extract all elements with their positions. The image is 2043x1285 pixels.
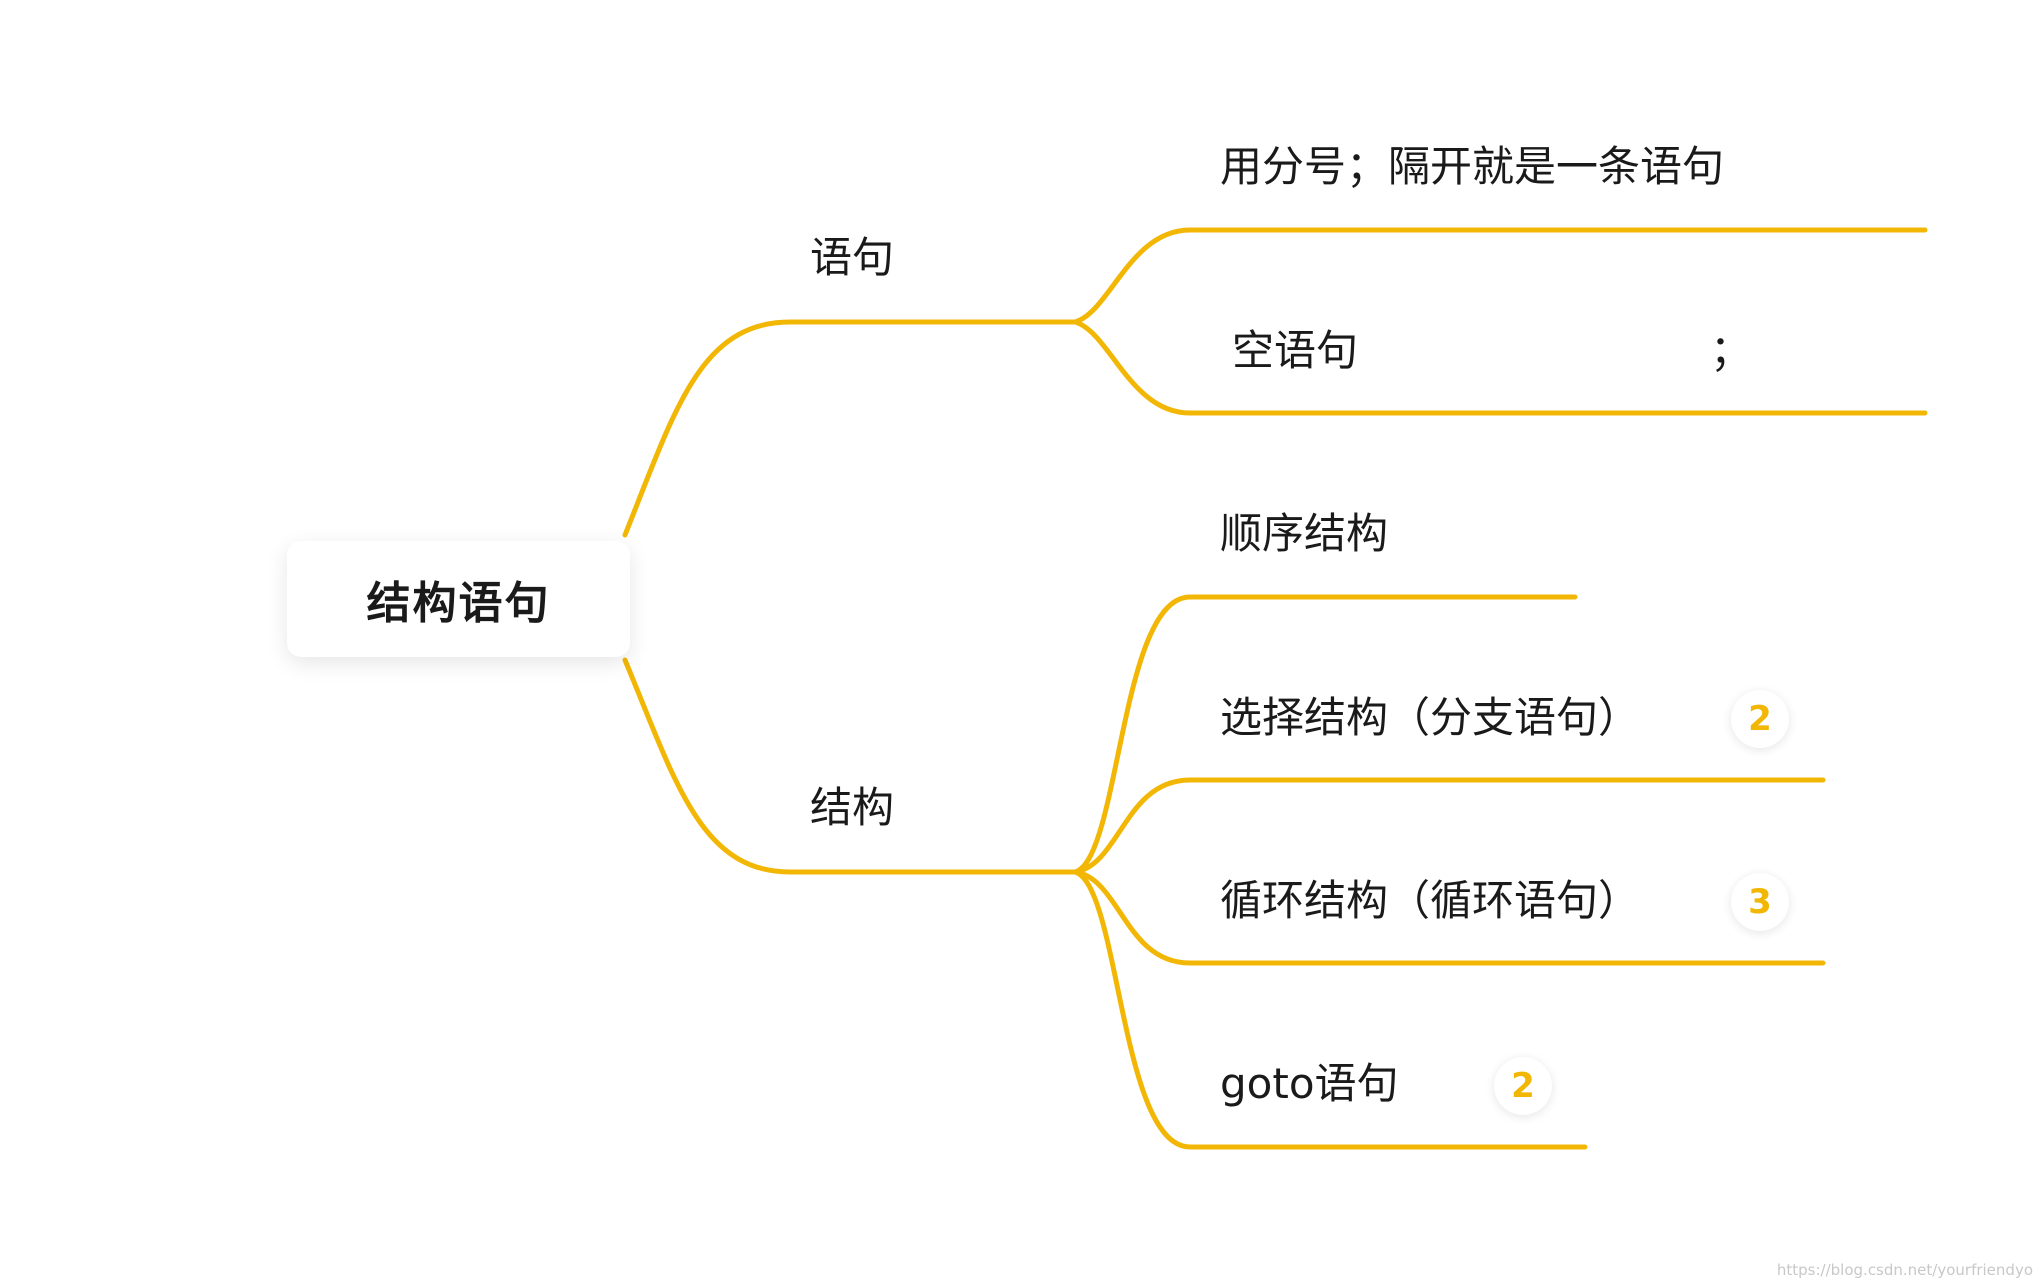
leaf-suffix-semicolon: ； — [1710, 326, 1753, 375]
connector-structure-sequence — [1072, 594, 1578, 875]
leaf-label-selection[interactable]: 选择结构（分支语句） — [1220, 693, 1641, 742]
root-label: 结构语句 — [366, 578, 551, 629]
count-badge-selection[interactable]: 2 — [1731, 690, 1789, 748]
root-node[interactable]: 结构语句 — [287, 541, 630, 657]
connector-structure-loop — [1072, 869, 1826, 966]
connector-root-statement — [622, 319, 1078, 538]
count-badge-loop[interactable]: 3 — [1731, 873, 1789, 931]
connector-root-structure — [622, 657, 1078, 875]
watermark: https://blog.csdn.net/yourfriendyo — [1776, 1261, 2033, 1279]
connector-structure-goto — [1072, 869, 1588, 1150]
connector-statement-semicolon — [1072, 227, 1928, 325]
count-badge-goto[interactable]: 2 — [1494, 1057, 1552, 1115]
connector-structure-selection — [1072, 777, 1826, 875]
connector-statement-empty — [1072, 319, 1928, 416]
leaf-label-goto[interactable]: goto语句 — [1220, 1059, 1399, 1108]
leaf-label-empty-statement[interactable]: 空语句 — [1232, 326, 1359, 375]
leaf-label-semicolon-rule[interactable]: 用分号；隔开就是一条语句 — [1220, 142, 1725, 191]
branch-label-structure[interactable]: 结构 — [810, 783, 895, 832]
leaf-label-loop[interactable]: 循环结构（循环语句） — [1220, 876, 1641, 925]
leaf-label-sequence[interactable]: 顺序结构 — [1220, 509, 1389, 558]
branch-label-statement[interactable]: 语句 — [810, 233, 895, 282]
